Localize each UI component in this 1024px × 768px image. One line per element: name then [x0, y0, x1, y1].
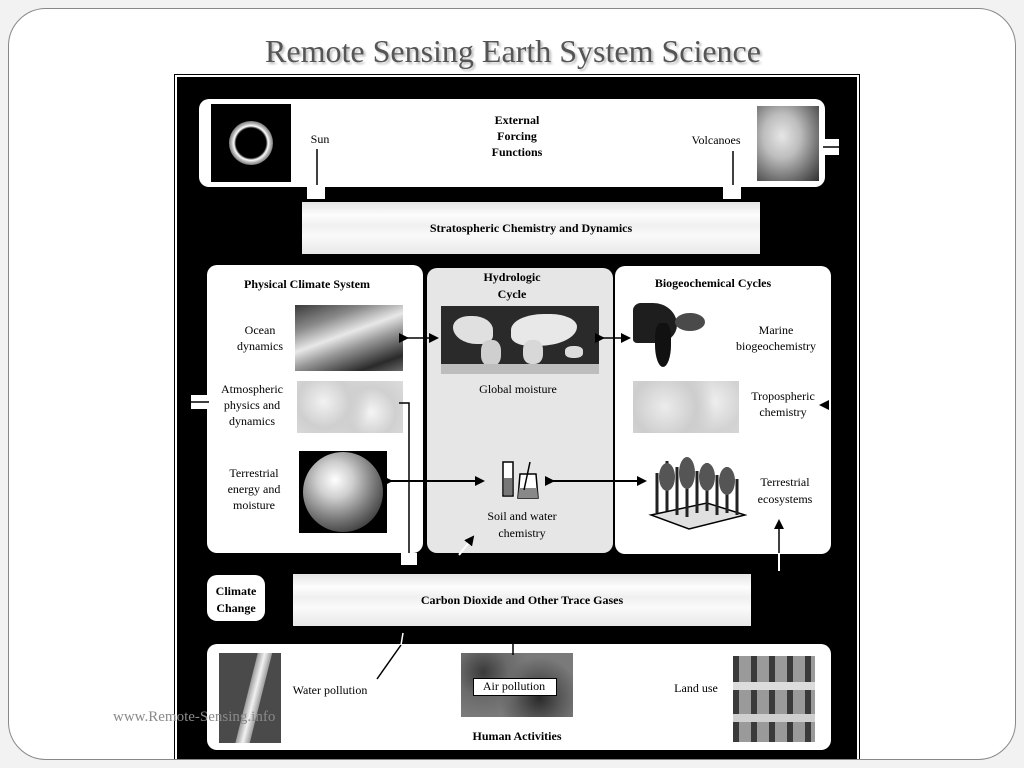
terrestrial-energy-line1: Terrestrial: [229, 466, 279, 480]
ocean-label-line2: dynamics: [237, 339, 283, 353]
sun-eclipse-image: [211, 104, 291, 182]
hydrologic-title-line1: Hydrologic: [483, 270, 541, 284]
sun-label: Sun: [310, 132, 330, 146]
land-use-image: [733, 656, 815, 742]
air-pollution-label-box: [473, 678, 557, 696]
terrestrial-energy-line3: moisture: [233, 498, 275, 512]
soil-water-line2: chemistry: [498, 526, 546, 540]
earth-system-diagram: Sun External Forcing Functions Volcanoes…: [177, 77, 857, 759]
volcanoes-label: Volcanoes: [691, 133, 741, 147]
marine-satellite-image: [633, 303, 717, 369]
earth-globe-image: [299, 451, 387, 533]
stratospheric-label: Stratospheric Chemistry and Dynamics: [429, 220, 633, 235]
climate-change-line2: Change: [216, 601, 256, 615]
atmo-label-line3: dynamics: [229, 414, 275, 428]
air-pollution-label: Air pollution: [482, 679, 546, 693]
external-forcing-line1: External: [494, 113, 540, 127]
soil-water-line1: Soil and water: [487, 509, 557, 523]
clouds-image: [297, 381, 403, 433]
atmo-label-line1: Atmospheric: [221, 382, 283, 396]
slide-title: Remote Sensing Earth System Science: [265, 33, 761, 69]
stratospheric-chemistry-bar: Stratospheric Chemistry and Dynamics: [302, 202, 760, 254]
tropospheric-line2: chemistry: [759, 405, 807, 419]
human-activities-title: Human Activities: [472, 729, 562, 743]
tropospheric-image: [633, 381, 739, 433]
ocean-label-line1: Ocean: [244, 323, 276, 337]
global-moisture-map-image: [441, 306, 599, 374]
biogeochemical-title: Biogeochemical Cycles: [654, 276, 772, 290]
climate-change-box: [207, 575, 265, 621]
slide: Remote Sensing Earth System Science Sun …: [8, 8, 1016, 760]
carbon-dioxide-bar: Carbon Dioxide and Other Trace Gases: [293, 574, 751, 626]
global-moisture-label: Global moisture: [479, 382, 557, 396]
land-use-label: Land use: [674, 681, 718, 695]
volcano-image: [757, 106, 819, 181]
beakers-icon: [500, 460, 544, 502]
carbon-dioxide-label: Carbon Dioxide and Other Trace Gases: [420, 592, 624, 607]
forest-ecosystem-image: [647, 453, 747, 535]
hydrologic-title-line2: Cycle: [497, 287, 527, 301]
marine-line2: biogeochemistry: [736, 339, 816, 353]
tropospheric-line1: Tropospheric: [751, 389, 815, 403]
terrestrial-ecosystems-line1: Terrestrial: [760, 475, 810, 489]
marine-line1: Marine: [758, 323, 794, 337]
external-forcing-line3: Functions: [491, 145, 543, 159]
water-pollution-label: Water pollution: [292, 683, 368, 697]
terrestrial-ecosystems-line2: ecosystems: [757, 492, 813, 506]
external-forcing-line2: Forcing: [497, 129, 537, 143]
climate-change-line1: Climate: [215, 584, 257, 598]
water-pollution-image: [219, 653, 281, 743]
atmo-label-line2: physics and: [223, 398, 281, 412]
diagram-arrows: [191, 139, 839, 680]
ocean-wave-image: [295, 305, 403, 371]
watermark: www.Remote-Sensing.info: [113, 709, 276, 725]
external-forcing-panel: [199, 99, 825, 187]
physical-climate-title: Physical Climate System: [244, 277, 370, 291]
terrestrial-energy-line2: energy and: [227, 482, 281, 496]
